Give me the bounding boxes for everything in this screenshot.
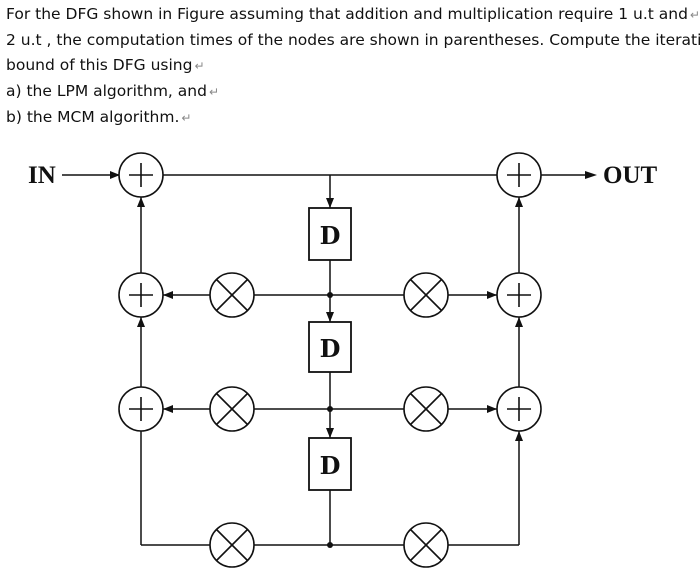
return-mark: ↵ — [194, 59, 205, 73]
adder-node — [496, 272, 542, 318]
adder-node — [496, 386, 542, 432]
arrow-left-col-1 — [137, 197, 145, 207]
delay-label: D — [320, 334, 341, 363]
adder-node — [496, 152, 542, 198]
arrow-right-mult-1 — [487, 291, 497, 299]
arrow-delay-2 — [326, 312, 334, 322]
question-line-5: b) the MCM algorithm.↵ — [6, 108, 192, 126]
question-line-4: a) the LPM algorithm, and↵ — [6, 82, 220, 100]
arrow-out — [585, 171, 597, 179]
return-mark: ↵ — [181, 111, 192, 125]
arrow-right-mult-2 — [487, 405, 497, 413]
delay-box-2: D — [308, 321, 352, 373]
arrow-right-col-3 — [515, 431, 523, 441]
delay-box-3: D — [308, 437, 352, 491]
delay-label: D — [320, 221, 341, 250]
arrowheads — [110, 171, 597, 441]
adder-node — [118, 152, 164, 198]
input-label: IN — [28, 162, 56, 189]
delay-label: D — [320, 451, 341, 480]
junction-dot — [327, 542, 333, 548]
arrow-right-col-2 — [515, 317, 523, 327]
multiplier-node — [209, 272, 255, 318]
multiplier-node — [403, 522, 449, 568]
arrow-delay-1 — [326, 198, 334, 208]
arrow-delay-3 — [326, 428, 334, 438]
arrow-right-col-1 — [515, 197, 523, 207]
question-line-2: 2 u.t , the computation times of the nod… — [6, 31, 700, 49]
arrow-in — [110, 171, 120, 179]
multiplier-node — [403, 386, 449, 432]
output-label: OUT — [603, 162, 658, 189]
arrow-left-mult-1 — [163, 291, 173, 299]
multiplier-node — [403, 272, 449, 318]
adder-node — [118, 386, 164, 432]
delay-box-1: D — [308, 207, 352, 261]
return-mark: ↵ — [689, 8, 700, 22]
question-text: For the DFG shown in Figure assuming tha… — [6, 2, 700, 131]
junction-dot — [327, 292, 333, 298]
arrow-left-col-2 — [137, 317, 145, 327]
adder-node — [118, 272, 164, 318]
multiplier-node — [209, 386, 255, 432]
junction-dot — [327, 406, 333, 412]
question-line-1: For the DFG shown in Figure assuming tha… — [6, 5, 700, 23]
return-mark: ↵ — [208, 85, 220, 99]
arrow-left-mult-2 — [163, 405, 173, 413]
question-line-3: bound of this DFG using↵ — [6, 56, 205, 74]
multiplier-node — [209, 522, 255, 568]
